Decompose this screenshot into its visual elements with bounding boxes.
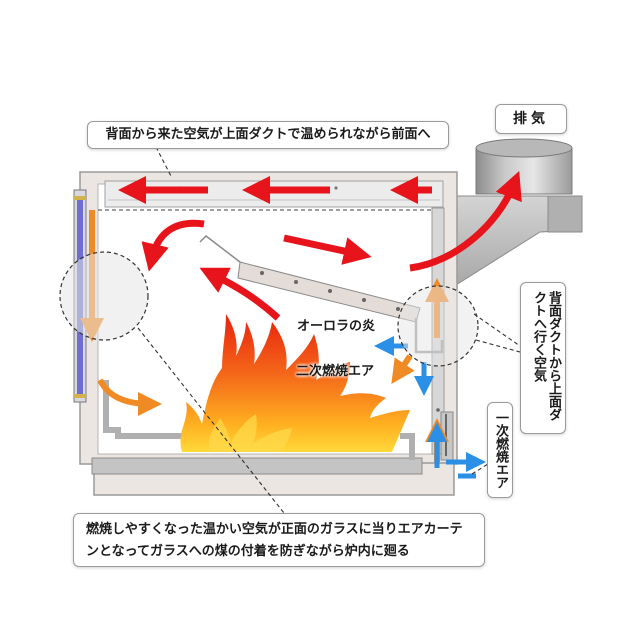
burner-pipe bbox=[103, 380, 415, 460]
glass-highlight-circle bbox=[59, 251, 149, 341]
rear-duct-callout: 背面ダクトから上面ダクトへ行く空気 bbox=[520, 282, 566, 434]
secondary-air-label: 二次燃焼エア bbox=[296, 364, 375, 379]
exhaust-chimney bbox=[447, 138, 583, 291]
flame-core bbox=[208, 414, 292, 452]
air-curtain-callout: 燃焼しやすくなった温かい空気が正面のガラスに当りエアカーテンとなってガラスへの煤… bbox=[73, 513, 485, 567]
top-duct-callout: 背面から来た空気が上面ダクトで温められながら前面へ bbox=[87, 121, 449, 149]
leader-lines bbox=[137, 146, 521, 514]
exhaust-callout: 排気 bbox=[495, 104, 567, 134]
warm-air-arrows bbox=[118, 171, 522, 321]
primary-air-callout: 一次燃焼エア bbox=[487, 402, 513, 498]
top-duct bbox=[104, 180, 444, 208]
rear-highlight-circle bbox=[397, 285, 479, 367]
flame bbox=[180, 314, 410, 452]
aurora-flame-label: オーロラの炎 bbox=[297, 319, 376, 334]
